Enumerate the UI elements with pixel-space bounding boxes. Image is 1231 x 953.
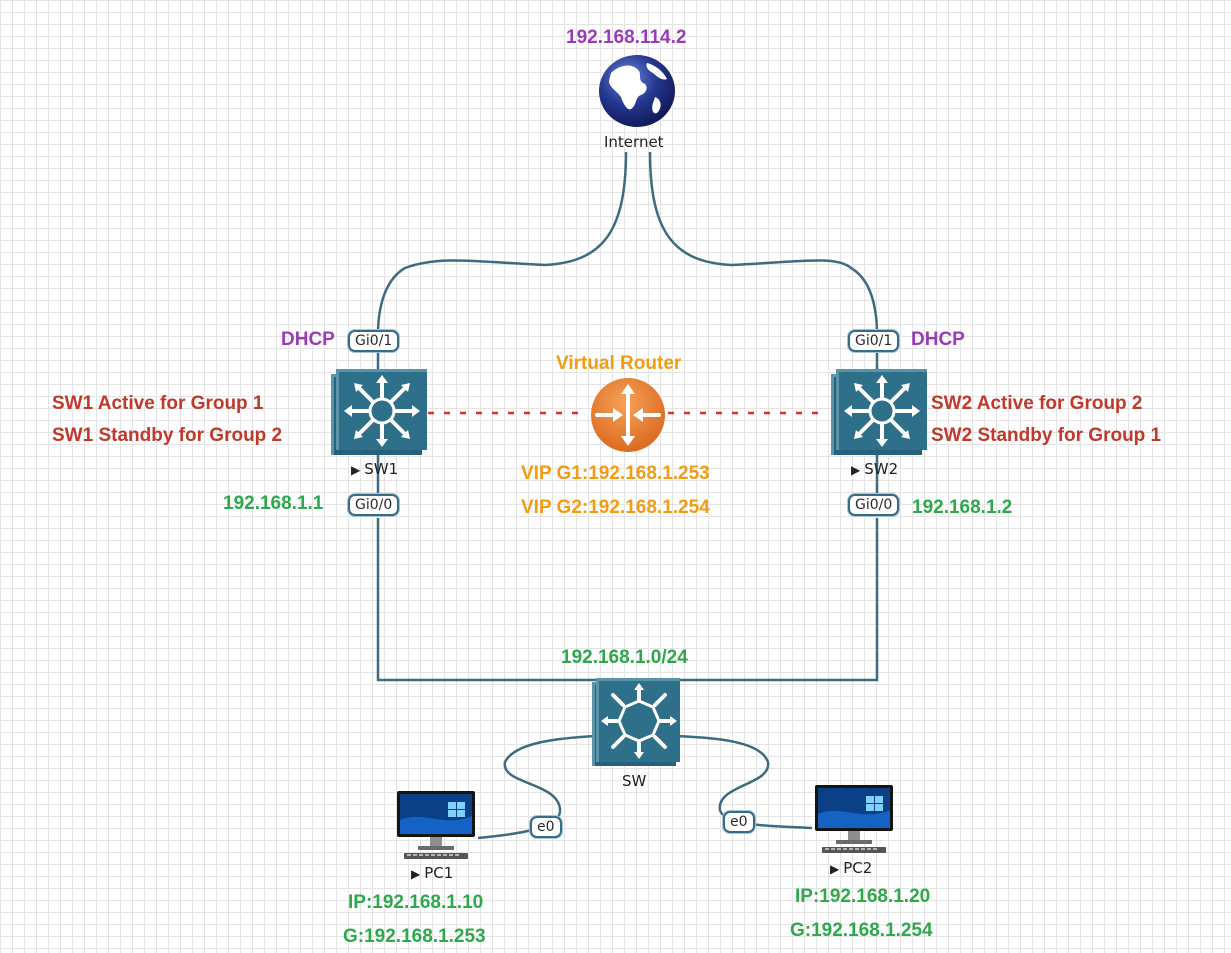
sw2-device[interactable] [831, 369, 927, 455]
sw2-dhcp-label: DHCP [911, 329, 965, 350]
sw1-dhcp-label: DHCP [281, 329, 335, 350]
pc1-ip-label: IP:192.168.1.10 [348, 892, 484, 913]
pc2-gateway-label: G:192.168.1.254 [790, 920, 933, 941]
pc1-gateway-label: G:192.168.1.253 [343, 926, 486, 947]
link-sw2-access-sw[interactable] [675, 518, 879, 682]
subnet-label: 192.168.1.0/24 [561, 647, 688, 668]
switch-icon [596, 678, 680, 762]
router-icon [591, 378, 665, 452]
desktop-pc-icon [397, 791, 475, 859]
pc1-e0-port[interactable]: e0 [530, 816, 562, 838]
pc1-name: ▶PC1 [411, 864, 454, 882]
sw2-name: ▶SW2 [851, 460, 899, 478]
vip-g1-label: VIP G1:192.168.1.253 [521, 463, 710, 484]
sw2-ip-label: 192.168.1.2 [912, 497, 1013, 518]
link-internet-sw2[interactable] [648, 151, 879, 331]
pc2-name: ▶PC2 [830, 859, 873, 877]
multilayer-switch-icon [836, 369, 927, 450]
pc1-device[interactable] [396, 790, 476, 862]
virtual-router-title: Virtual Router [556, 353, 682, 374]
pc2-device[interactable] [814, 784, 894, 856]
sw1-name: ▶SW1 [351, 460, 399, 478]
sw2-role-line1: SW2 Active for Group 2 [931, 393, 1143, 414]
globe-icon [599, 55, 675, 127]
sw2-gi01-port[interactable]: Gi0/1 [848, 330, 900, 352]
desktop-pc-icon [815, 785, 893, 853]
sw2-role-line2: SW2 Standby for Group 1 [931, 425, 1162, 446]
sw2-gi00-port[interactable]: Gi0/0 [848, 494, 900, 516]
sw1-ip-label: 192.168.1.1 [223, 493, 324, 514]
pc2-e0-port[interactable]: e0 [723, 811, 755, 833]
internet-ip-label: 192.168.114.2 [566, 27, 687, 48]
sw1-device[interactable] [331, 369, 427, 455]
sw1-role-line2: SW1 Standby for Group 2 [52, 425, 283, 446]
vip-g2-label: VIP G2:192.168.1.254 [521, 497, 710, 518]
virtual-router-device[interactable] [589, 376, 667, 454]
sw1-gi01-port[interactable]: Gi0/1 [348, 330, 400, 352]
pc2-ip-label: IP:192.168.1.20 [795, 886, 931, 907]
multilayer-switch-icon [336, 369, 427, 450]
access-switch-device[interactable] [592, 678, 680, 768]
internet-device[interactable] [597, 53, 677, 129]
sw1-role-line1: SW1 Active for Group 1 [52, 393, 264, 414]
link-internet-sw1[interactable] [376, 151, 628, 331]
link-sw1-access-sw[interactable] [376, 518, 596, 682]
access-switch-name: SW [622, 772, 647, 790]
sw1-gi00-port[interactable]: Gi0/0 [348, 494, 400, 516]
internet-name: Internet [604, 133, 664, 151]
